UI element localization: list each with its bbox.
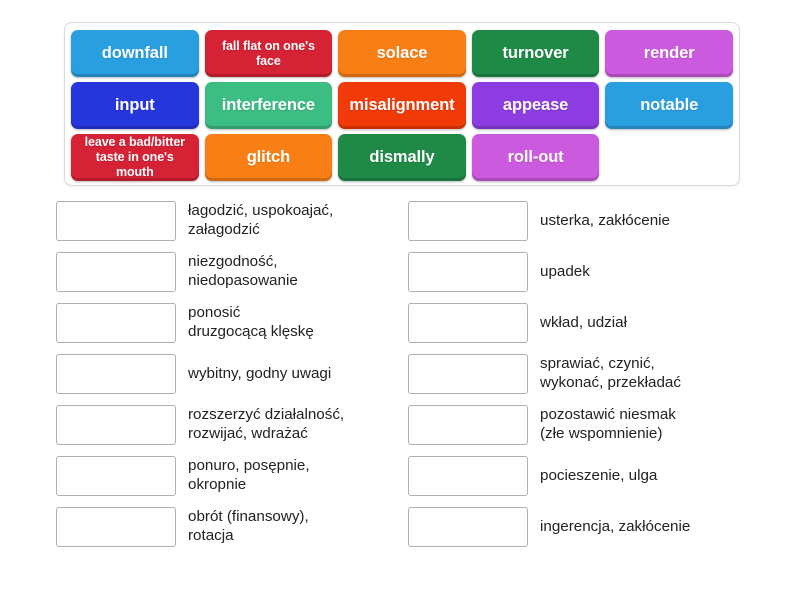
drop-slot[interactable] <box>408 507 528 547</box>
word-tile-downfall[interactable]: downfall <box>71 30 199 77</box>
answer-column-right: usterka, zakłócenie upadek wkład, udział… <box>400 196 800 553</box>
drop-slot[interactable] <box>408 252 528 292</box>
word-tile-dismally[interactable]: dismally <box>338 134 466 181</box>
answer-row: niezgodność, niedopasowanie <box>56 247 392 297</box>
word-tile-turnover[interactable]: turnover <box>471 30 600 77</box>
word-tile-solace[interactable]: solace <box>338 30 466 77</box>
drop-slot[interactable] <box>56 354 176 394</box>
word-tile-leave-a-bad-bitter-taste-in-ones-mouth[interactable]: leave a bad/bitter taste in one's mouth <box>71 134 199 181</box>
definition-text: rozszerzyć działalność, rozwijać, wdraża… <box>188 406 345 442</box>
definition-text: ponosić druzgocącą klęskę <box>188 304 314 340</box>
drop-slot[interactable] <box>56 405 176 445</box>
word-tile-roll-out[interactable]: roll-out <box>471 134 600 181</box>
definition-text: upadek <box>540 262 590 280</box>
answer-row: pocieszenie, ulga <box>408 451 792 501</box>
answer-columns: łagodzić, uspokoajać, załagodzić niezgod… <box>0 196 800 553</box>
answer-column-left: łagodzić, uspokoajać, załagodzić niezgod… <box>0 196 400 553</box>
drop-slot[interactable] <box>408 405 528 445</box>
drop-slot[interactable] <box>56 303 176 343</box>
word-tile-interference[interactable]: interference <box>204 82 333 129</box>
answer-row: obrót (finansowy), rotacja <box>56 502 392 552</box>
word-tile-bank: downfall fall flat on one's face solace … <box>64 22 740 186</box>
word-tile-misalignment[interactable]: misalignment <box>338 82 466 129</box>
definition-text: niezgodność, niedopasowanie <box>188 253 298 289</box>
drop-slot[interactable] <box>408 201 528 241</box>
definition-text: łagodzić, uspokoajać, załagodzić <box>188 202 334 238</box>
definition-text: ingerencja, zakłócenie <box>540 517 691 535</box>
answer-row: upadek <box>408 247 792 297</box>
word-tile-appease[interactable]: appease <box>471 82 600 129</box>
tile-row: input interference misalignment appease … <box>71 82 733 129</box>
word-tile-render[interactable]: render <box>605 30 733 77</box>
drop-slot[interactable] <box>408 303 528 343</box>
answer-row: ponosić druzgocącą klęskę <box>56 298 392 348</box>
answer-row: łagodzić, uspokoajać, załagodzić <box>56 196 392 246</box>
drop-slot[interactable] <box>56 456 176 496</box>
definition-text: pozostawić niesmak (złe wspomnienie) <box>540 406 676 442</box>
definition-text: wkład, udział <box>540 313 627 331</box>
drop-slot[interactable] <box>408 456 528 496</box>
answer-row: ponuro, posępnie, okropnie <box>56 451 392 501</box>
answer-row: wybitny, godny uwagi <box>56 349 392 399</box>
word-tile-empty-placeholder <box>605 134 733 181</box>
definition-text: wybitny, godny uwagi <box>188 364 332 382</box>
drop-slot[interactable] <box>56 252 176 292</box>
drop-slot[interactable] <box>56 507 176 547</box>
answer-row: rozszerzyć działalność, rozwijać, wdraża… <box>56 400 392 450</box>
answer-row: usterka, zakłócenie <box>408 196 792 246</box>
word-tile-glitch[interactable]: glitch <box>204 134 333 181</box>
answer-row: ingerencja, zakłócenie <box>408 502 792 552</box>
definition-text: obrót (finansowy), rotacja <box>188 508 309 544</box>
word-tile-input[interactable]: input <box>71 82 199 129</box>
tile-row: leave a bad/bitter taste in one's mouth … <box>71 134 733 181</box>
word-tile-notable[interactable]: notable <box>605 82 733 129</box>
answer-row: pozostawić niesmak (złe wspomnienie) <box>408 400 792 450</box>
drop-slot[interactable] <box>408 354 528 394</box>
definition-text: pocieszenie, ulga <box>540 466 658 484</box>
definition-text: usterka, zakłócenie <box>540 211 671 229</box>
answer-row: sprawiać, czynić, wykonać, przekładać <box>408 349 792 399</box>
drop-slot[interactable] <box>56 201 176 241</box>
definition-text: sprawiać, czynić, wykonać, przekładać <box>540 355 681 391</box>
answer-row: wkład, udział <box>408 298 792 348</box>
word-tile-fall-flat-on-ones-face[interactable]: fall flat on one's face <box>204 30 333 77</box>
tile-row: downfall fall flat on one's face solace … <box>71 30 733 77</box>
definition-text: ponuro, posępnie, okropnie <box>188 457 310 493</box>
